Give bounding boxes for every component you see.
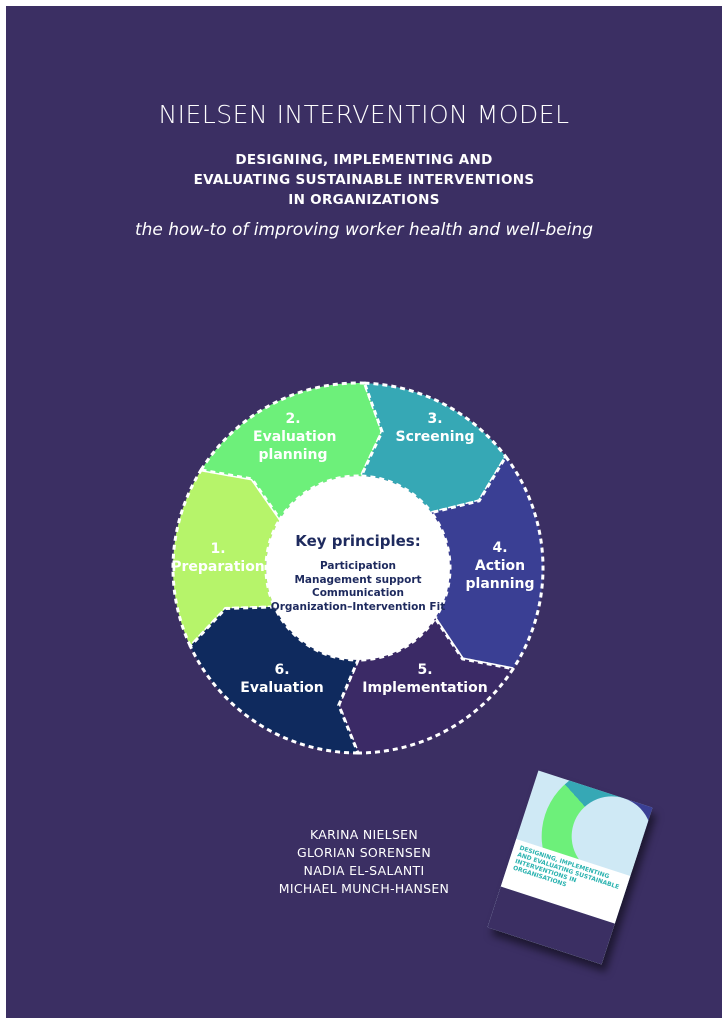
subtitle-line: EVALUATING SUSTAINABLE INTERVENTIONS (193, 172, 535, 188)
step-4-label: 4.Action planning (465, 540, 535, 592)
subtitle-line: IN ORGANIZATIONS (288, 192, 440, 208)
wheel-center (266, 476, 450, 660)
author: GLORIAN SORENSEN (297, 845, 431, 860)
subtitle-line: DESIGNING, IMPLEMENTING AND (235, 152, 493, 168)
step-6-label: 6.Evaluation (240, 662, 324, 696)
principle: Communication (312, 587, 404, 599)
step-3-label: 3.Screening (395, 411, 475, 445)
step-2-label: 2.Evaluation planning (253, 411, 337, 463)
author: KARINA NIELSEN (309, 827, 419, 842)
authors: KARINA NIELSEN GLORIAN SORENSEN NADIA EL… (0, 826, 728, 898)
key-principles: Key principles: Participation Management… (271, 532, 445, 614)
author: MICHAEL MUNCH-HANSEN (278, 881, 450, 896)
wheel-segment-6 (188, 605, 361, 755)
poster-title: NIELSEN INTERVENTION MODEL (158, 100, 570, 129)
principle: Participation (319, 560, 397, 572)
step-1-label: 1.Preparation (171, 541, 265, 575)
principle: Organization–Intervention Fit (270, 600, 446, 613)
key-principles-heading: Key principles: (295, 532, 421, 550)
tagline: the how-to of improving worker health an… (134, 220, 594, 240)
author: NADIA EL-SALANTI (303, 863, 425, 878)
principle: Management support (294, 573, 422, 586)
step-5-label: 5.Implementation (362, 662, 488, 696)
poster-subtitle: DESIGNING, IMPLEMENTING AND EVALUATING S… (0, 150, 728, 210)
